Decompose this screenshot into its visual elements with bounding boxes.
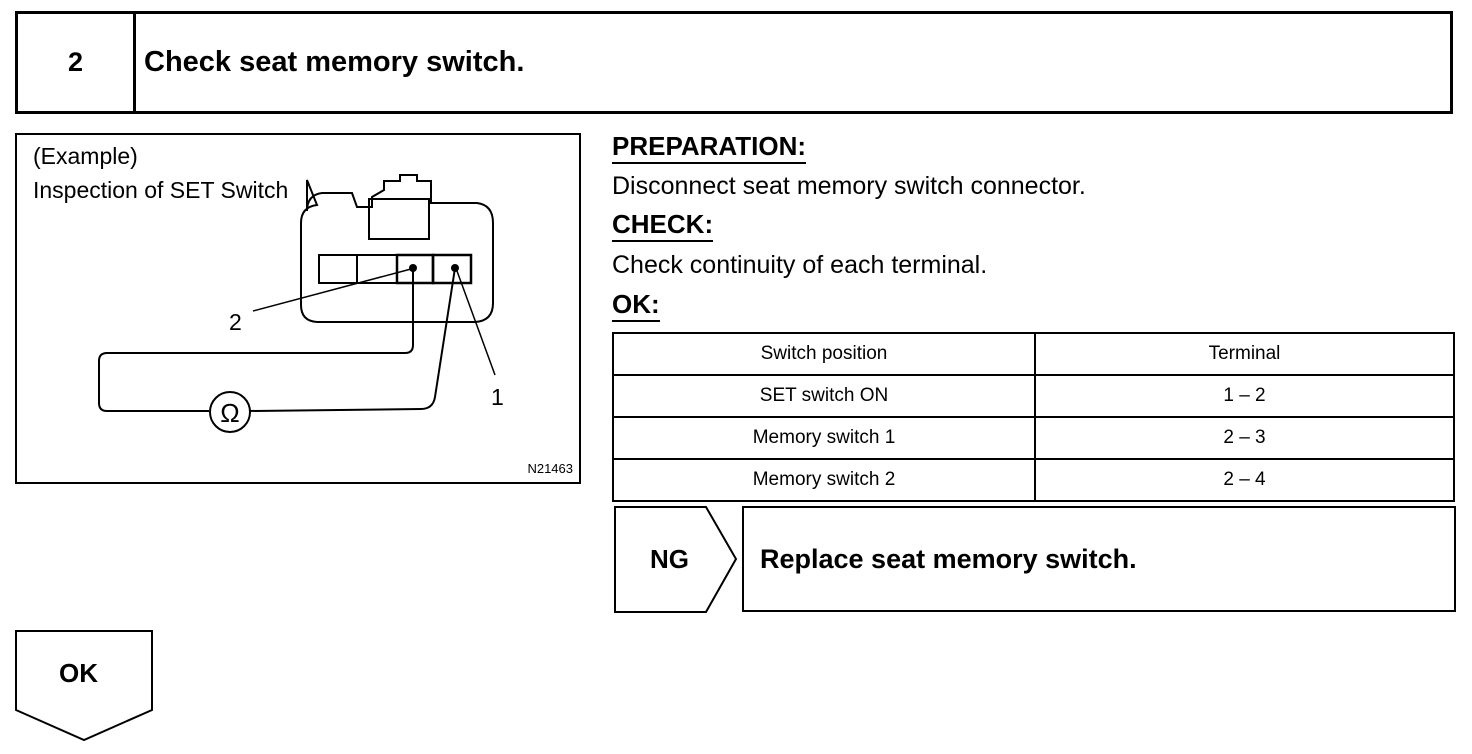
table-cell: Memory switch 2 (612, 458, 1036, 502)
inspection-figure: Ω 2 1 (Example) Inspection of SET Switch… (15, 133, 581, 484)
figure-code: N21463 (527, 461, 573, 476)
column-header: Switch position (612, 332, 1036, 376)
ohm-symbol: Ω (220, 398, 239, 428)
column-header: Terminal (1034, 332, 1455, 376)
check-heading: CHECK: (612, 209, 714, 242)
table-cell: 2 – 3 (1034, 416, 1455, 460)
leader-line-1 (456, 270, 496, 376)
step-number: 2 (18, 14, 136, 111)
connector-housing (300, 174, 494, 323)
table-row: SET switch ON 1 – 2 (612, 374, 1455, 418)
table-row: Memory switch 1 2 – 3 (612, 416, 1455, 460)
connector-lock (368, 198, 430, 240)
down-arrow-shape (15, 630, 153, 742)
table-cell: Memory switch 1 (612, 416, 1036, 460)
check-text: Check continuity of each terminal. (612, 251, 988, 279)
step-title: Check seat memory switch. (144, 46, 525, 78)
ok-heading: OK: (612, 289, 660, 322)
ok-arrow-box: OK (15, 630, 155, 747)
ok-label: OK (59, 658, 98, 688)
figure-caption-title: Inspection of SET Switch (33, 177, 289, 203)
step-header: 2 Check seat memory switch. (15, 11, 1453, 114)
connector-diagram: Ω 2 1 (98, 174, 504, 433)
terminal-label-2: 2 (229, 309, 242, 335)
terminal-cavity-4 (318, 254, 358, 284)
continuity-table: Switch position Terminal SET switch ON 1… (612, 332, 1455, 502)
table-cell: 1 – 2 (1034, 374, 1455, 418)
preparation-text: Disconnect seat memory switch connector. (612, 172, 1086, 200)
probe-wire-2 (98, 268, 414, 412)
table-cell: SET switch ON (612, 374, 1036, 418)
preparation-heading: PREPARATION: (612, 131, 807, 164)
ng-action-box: Replace seat memory switch. (742, 506, 1456, 612)
table-header-row: Switch position Terminal (612, 332, 1455, 376)
ng-action-text: Replace seat memory switch. (760, 543, 1137, 574)
ng-label: NG (650, 544, 689, 574)
right-arrow-shape (614, 506, 738, 613)
table-row: Memory switch 2 2 – 4 (612, 458, 1455, 502)
probe-wire-1 (248, 267, 456, 412)
ohmmeter-icon (209, 391, 251, 433)
terminal-label-1: 1 (491, 384, 504, 410)
figure-caption-example: (Example) (33, 143, 138, 169)
ng-arrow-box: NG (614, 506, 738, 619)
leader-line-2 (252, 268, 412, 312)
table-cell: 2 – 4 (1034, 458, 1455, 502)
